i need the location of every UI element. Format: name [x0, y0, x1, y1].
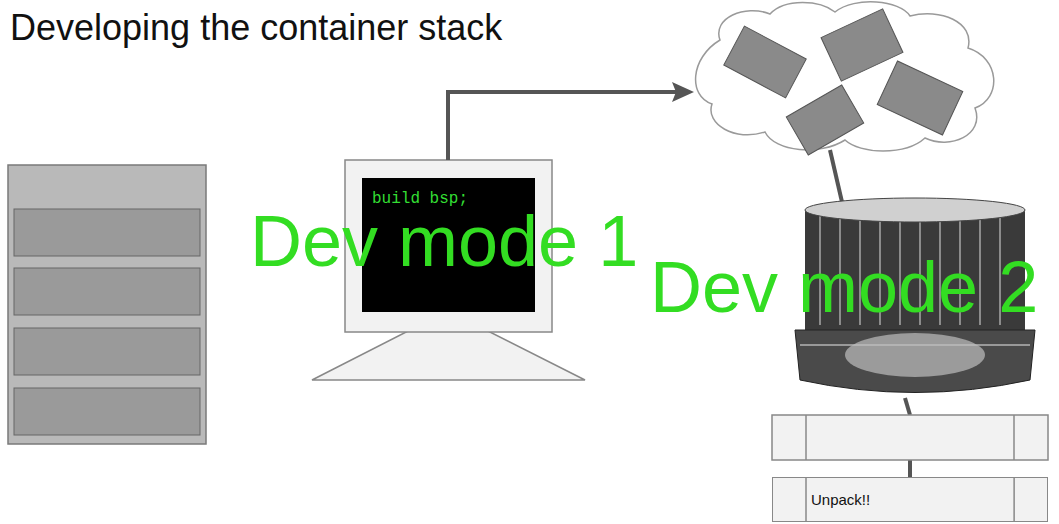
cloud: [696, 2, 994, 155]
server-rack: [8, 165, 206, 444]
wire: [905, 398, 910, 415]
wire: [830, 150, 842, 202]
node-text: Unpack!!: [811, 491, 1039, 508]
slide-title: Developing the container stack: [10, 10, 502, 46]
storage-box: Unpack!!: [772, 477, 1048, 522]
upload-arrow: [448, 82, 694, 160]
overlay-label: Dev mode 1: [250, 205, 638, 277]
storage-box: [772, 415, 1048, 460]
wire: [908, 460, 912, 477]
overlay-label: Dev mode 2: [650, 251, 1038, 323]
